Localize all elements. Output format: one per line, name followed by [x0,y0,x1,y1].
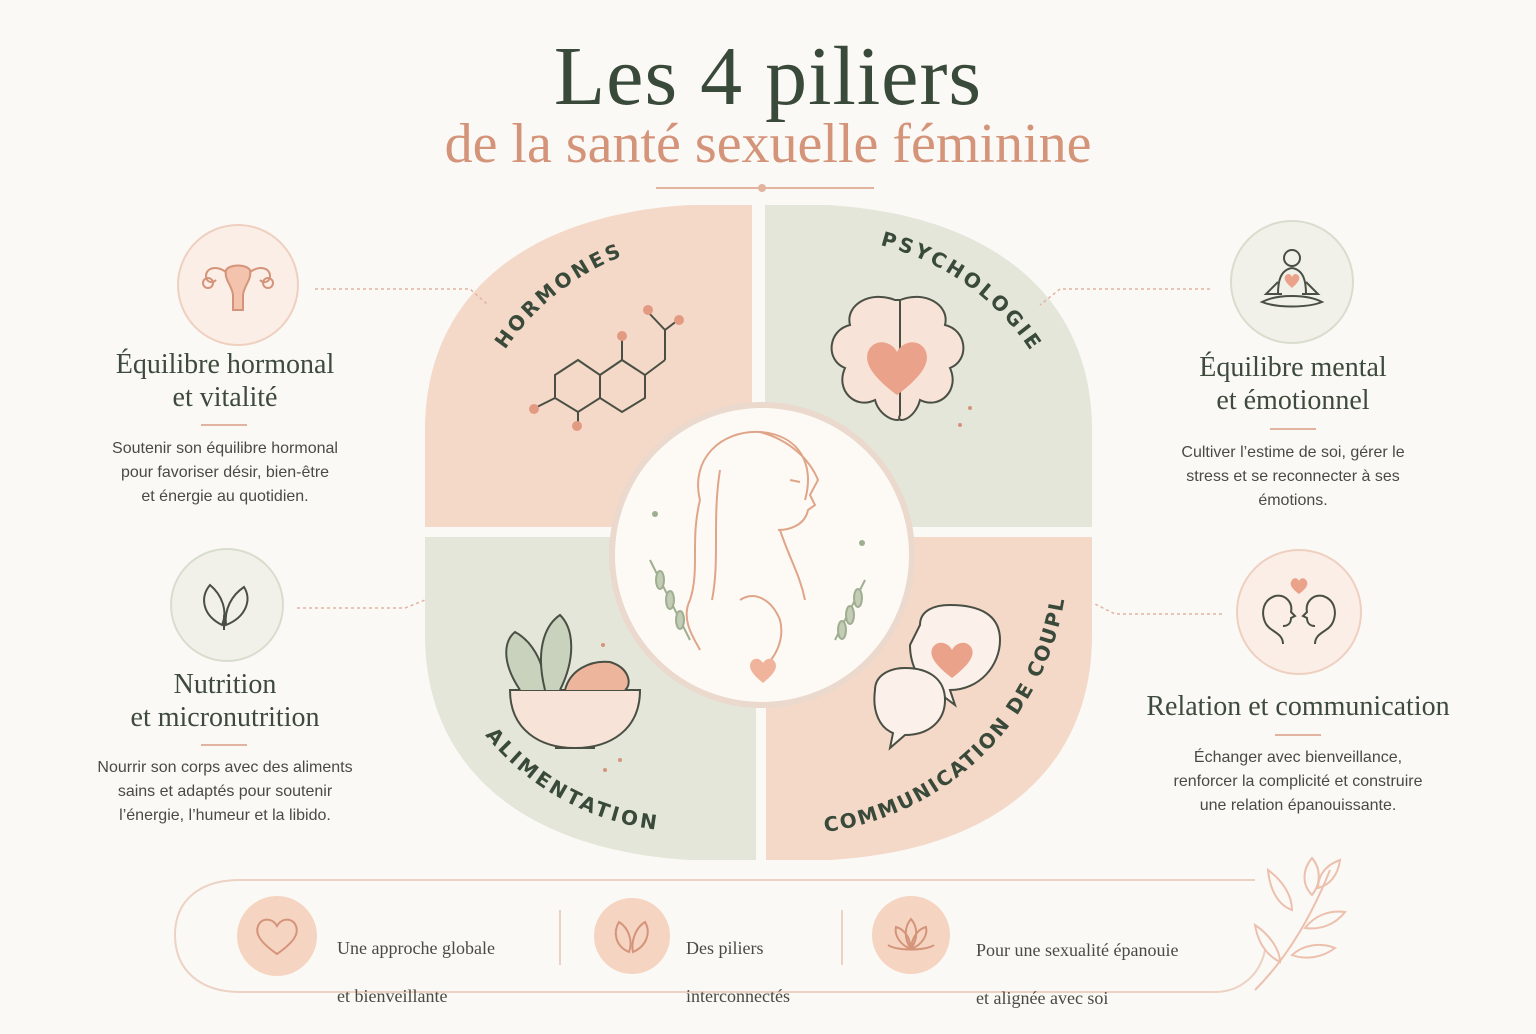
laurel-left-icon [649,559,691,641]
heart-icon [256,918,298,956]
uterus-icon [202,264,274,311]
right-title-1: Équilibre mental et émotionnel [1199,352,1387,416]
couple-icon-badge [1236,549,1362,675]
branch-decoration-icon [1253,856,1347,991]
footer-leaves-badge [594,898,670,974]
footer-lotus-badge [872,896,950,974]
footer-text-1: Une approche globale et bienveillante [337,938,495,1006]
lotus-icon [887,917,935,951]
woman-portrait-illustration [685,430,820,671]
left-title-1: Équilibre hormonal et vitalité [115,349,335,413]
leaf-icon-badge [170,548,284,662]
footer-text-3: Pour une sexualité épanouie et alignée a… [976,940,1179,1008]
page-title: Les 4 piliers [553,30,983,123]
right-title-2: Relation et communication [1146,691,1450,722]
footer-text-2: Des piliers interconnectés [686,938,790,1006]
brain-heart-icon [867,342,927,395]
footer-heart-badge [237,896,317,976]
bowl-icon [505,613,642,750]
left-desc-1: Soutenir son équilibre hormonal pour fav… [112,440,338,505]
leaves-icon [614,920,649,954]
left-desc-2: Nourrir son corps avec des aliments sain… [97,759,353,824]
left-title-2: Nutrition et micronutrition [130,669,320,733]
title-divider [656,184,874,192]
meditation-icon-badge [1230,220,1354,344]
left-rule-2 [201,744,247,746]
right-rule-1 [1270,428,1316,430]
center-heart-icon [750,658,776,683]
couple-icon [1262,578,1336,645]
right-desc-2: Échanger avec bienveillance, renforcer l… [1173,749,1423,814]
uterus-icon-badge [177,224,299,346]
page-subtitle: de la santé sexuelle féminine [444,113,1092,175]
meditation-icon [1259,249,1325,308]
brain-icon [830,295,965,421]
right-desc-1: Cultiver l’estime de soi, gérer le stres… [1181,444,1405,509]
leaf-icon [203,583,249,630]
molecule-icon [534,311,679,425]
right-rule-2 [1275,734,1321,736]
laurel-right-icon [834,579,866,641]
left-rule-1 [201,424,247,426]
